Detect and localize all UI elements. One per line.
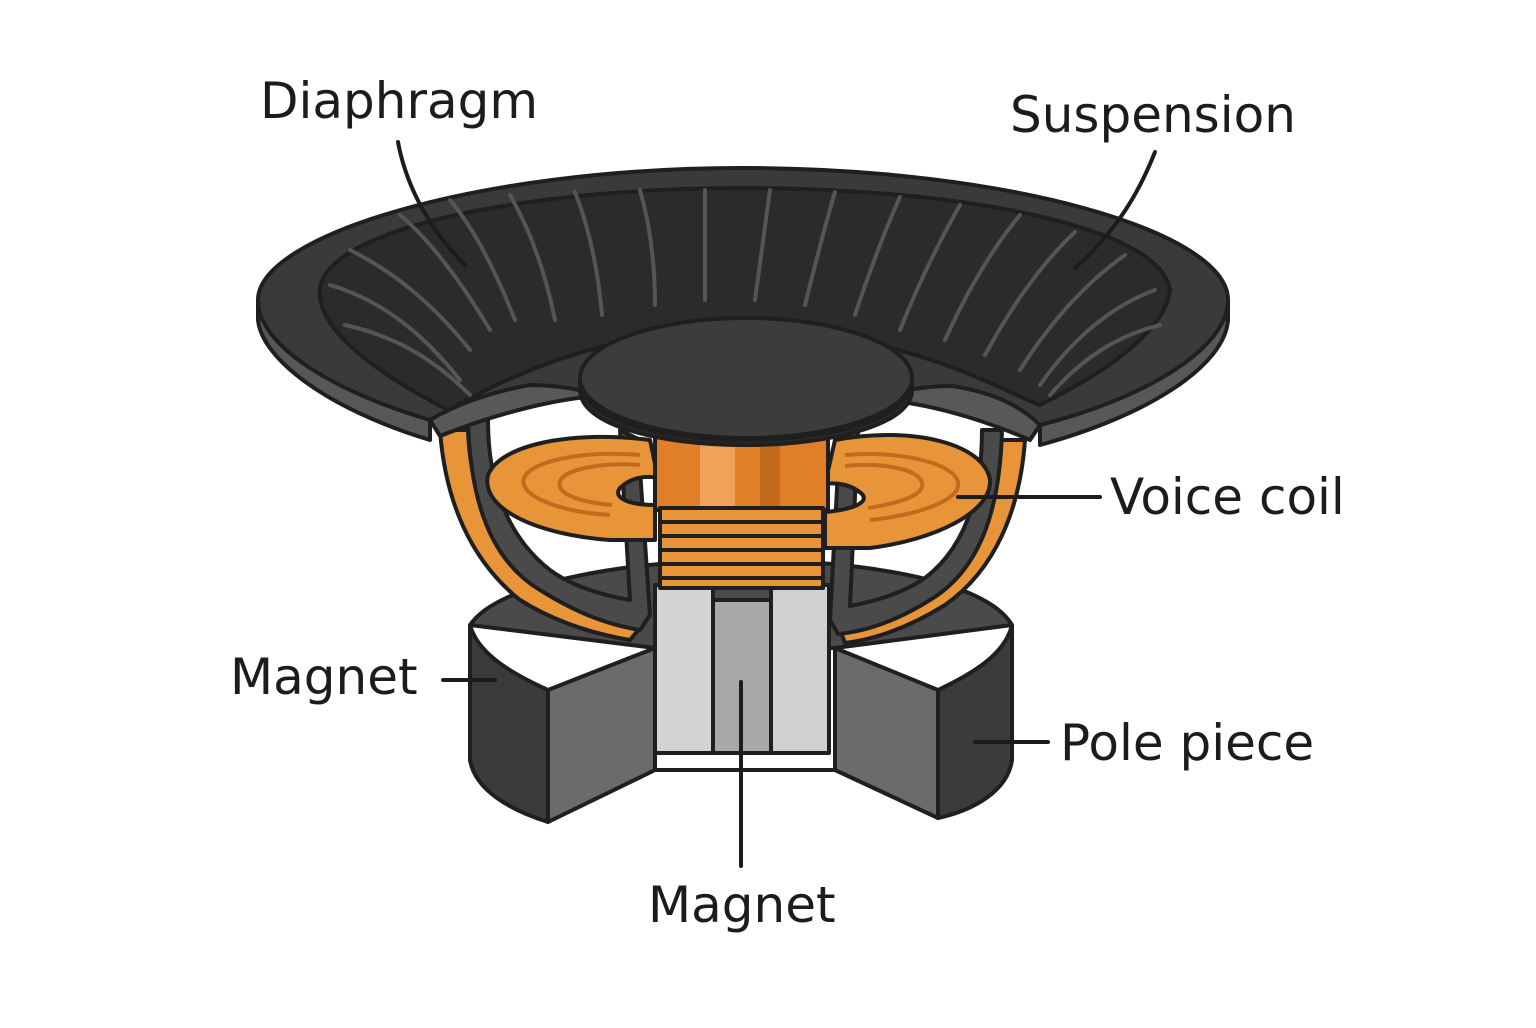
magnet-left-cut <box>546 646 657 824</box>
dust-cap-top <box>578 316 914 440</box>
voice-coil-assembly <box>485 423 993 590</box>
label-voice-coil: Voice coil <box>1110 468 1345 526</box>
label-pole-piece: Pole piece <box>1060 714 1315 772</box>
magnet-right-cut <box>833 646 940 820</box>
dust-cap <box>578 316 914 448</box>
leader-lines <box>396 140 1157 868</box>
label-diaphragm: Diaphragm <box>260 72 539 130</box>
leader-diaphragm <box>396 140 467 267</box>
cone-ribs <box>328 188 1162 397</box>
leader-suspension <box>1073 150 1157 270</box>
label-magnet-left: Magnet <box>230 648 418 706</box>
pole-piece-right-face <box>769 583 831 755</box>
basket-frame <box>438 418 1027 645</box>
label-magnet-bottom: Magnet <box>648 876 836 934</box>
magnet-right-outer <box>936 623 1014 820</box>
label-suspension: Suspension <box>1010 86 1296 144</box>
pole-piece-left-face <box>653 583 715 755</box>
magnet-left-outer <box>468 623 550 824</box>
